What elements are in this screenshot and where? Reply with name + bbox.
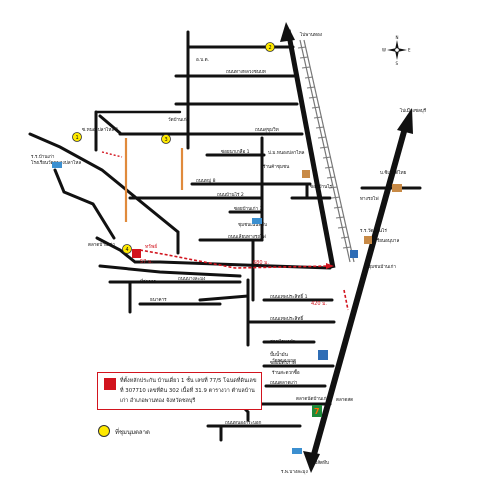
svg-text:W: W <box>382 48 386 53</box>
road-label-1: ซ.หนองปลาไหล 1 <box>82 126 119 133</box>
road-label-10: ถนนเทพประสิทธิ์ <box>270 314 304 322</box>
place-1: ร.ร.บ้านเก่า <box>31 154 55 160</box>
place-7: ป.ม.หนองปลาไหล <box>268 149 305 156</box>
svg-text:N: N <box>396 35 399 40</box>
place-8: อ.บ.ต. <box>196 58 209 63</box>
place-20: ตลาดนัดบ้านเก่า <box>296 395 329 402</box>
orange-soi <box>124 138 184 222</box>
place-12: ร้านสะดวกซื้อ <box>272 369 300 376</box>
market-dot-icon <box>98 425 110 437</box>
road-label-8: ถนนบ้านไร่ 2 <box>217 191 244 198</box>
legend-site-text: ที่ตั้งหลักประกัน บ้านเดี่ยว 1 ชั้น เลขท… <box>120 378 257 404</box>
place-21: ร.พ.บางละมุง <box>281 469 308 475</box>
distance-420: 420 ม. <box>311 301 327 307</box>
place-3: วัดบ้านเก่า <box>168 116 190 123</box>
road-label-15: ถนนบางละมุง <box>178 277 205 282</box>
road-label-11: ซอยมิตรภาพ <box>270 360 296 366</box>
store-icon <box>312 405 322 417</box>
road-label-2: ถนนทางหลวงชนบท <box>226 69 266 75</box>
seven-logo: 7 <box>314 407 320 416</box>
place-19: ซอยบ้านไร่ <box>310 183 333 190</box>
marker-1 <box>72 132 82 142</box>
place-18: ชุมชนบ้านเก่า <box>368 264 396 270</box>
bus-icon <box>52 162 62 168</box>
distance-680: 680 ม. <box>253 260 269 266</box>
road-label-9: ถนนเทพประสิทธิ์ 1 <box>270 292 308 300</box>
property-marker[interactable]: ทรัพย์ <box>132 243 157 258</box>
place-6: ร้านค้าชุมชน <box>263 164 290 170</box>
temple-icon <box>302 170 310 178</box>
place-13: ตลาดสด <box>336 397 353 403</box>
south-arrowhead <box>303 451 320 473</box>
bank-icon <box>252 218 262 224</box>
marker-3 <box>161 134 171 144</box>
legend-box: ที่ตั้งหลักประกัน บ้านเดี่ยว 1 ชั้น เลขท… <box>97 372 262 410</box>
place-23: ชุมชนเนินพลับ <box>238 221 267 228</box>
place-15: ทางรถไฟ <box>360 195 379 202</box>
road-label-6: ซอยบ้านเก่า 3 <box>234 206 263 212</box>
main-highway <box>303 108 413 473</box>
place-16: ร.ร.วัดบ้านไร่ <box>360 227 387 234</box>
place-4: ตลาดบ้านเก่า <box>88 242 115 248</box>
svg-text:2: 2 <box>269 45 272 51</box>
label-south-end: ไปสัตหีบ <box>311 459 329 466</box>
legend-market-text: ที่ชุมนุมตลาด <box>115 429 150 436</box>
railway-track <box>297 39 355 263</box>
north-arrowhead <box>280 22 295 42</box>
property-label: ทรัพย์ <box>145 243 157 250</box>
distance-57: 57 ม. <box>140 259 153 265</box>
svg-text:3: 3 <box>165 137 168 143</box>
legend-site-icon <box>104 378 116 390</box>
place-9: ที่ว่าการ <box>140 278 157 285</box>
route-arrowhead <box>326 263 334 269</box>
road-label-12: ถนนตลาดเก่า <box>270 380 298 386</box>
road-label-3: ถนนสุขุมวิท <box>255 127 279 133</box>
label-city-side: ไปเมืองชลบุรี <box>399 107 427 114</box>
marker-2 <box>265 42 275 52</box>
svg-text:E: E <box>408 48 411 53</box>
north-highway <box>280 22 336 269</box>
route-path <box>101 151 349 311</box>
place-17: โรงเรียนอนุบาล <box>368 237 399 244</box>
place-11: ปั๊มน้ำมัน <box>270 351 289 358</box>
svg-text:S: S <box>396 61 399 66</box>
marker-4 <box>122 244 132 254</box>
school-icon <box>364 236 372 244</box>
place-5: ธนาคาร <box>150 297 167 303</box>
market-markers: 1 2 3 4 <box>72 42 275 254</box>
svg-text:4: 4 <box>126 247 129 253</box>
road-label-7: ถนนเลียบทางรถไฟ <box>228 233 266 240</box>
place-14: บ.ซิเมนต์ไทย <box>380 169 407 176</box>
place-22: วัดหนองเกตุ <box>272 357 296 364</box>
road-label-5: ถนนหมู่ 8 <box>196 178 216 184</box>
road-network <box>28 30 422 442</box>
gas-icon <box>318 350 328 360</box>
factory-icon <box>392 184 402 192</box>
road-label-4: ซอยนาเกลือ 1 <box>221 148 250 155</box>
label-north-end: ไปพานทอง <box>299 31 322 38</box>
compass-icon: N S E W <box>382 35 411 66</box>
hospital-icon <box>292 448 302 454</box>
place-10: สถานีอนามัย <box>270 338 296 345</box>
svg-text:1: 1 <box>76 135 79 141</box>
places: ร.ร.บ้านเก่า โรงเรียนวัดหนองปลาไหล วัดบ้… <box>31 58 407 475</box>
road-label-14: ถนนหนองกระบอก <box>225 420 262 426</box>
gas-icon-2 <box>350 250 358 258</box>
